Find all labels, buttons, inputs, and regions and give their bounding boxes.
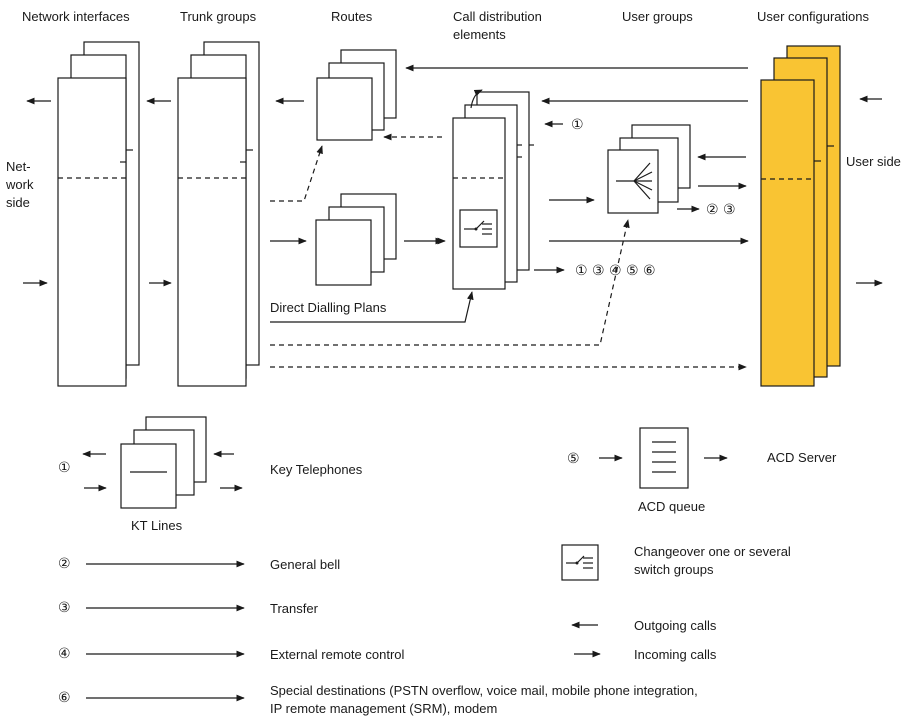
kt-lines-legend	[82, 416, 243, 509]
routes-stack	[316, 49, 397, 141]
svg-text:②: ②	[58, 556, 71, 572]
svg-text:Special destinations (PSTN ove: Special destinations (PSTN overflow, voi…	[270, 683, 698, 698]
legend-item-2: ② General bell	[58, 556, 340, 572]
trunk-groups-stack	[177, 41, 260, 387]
acd-server-label: ACD Server	[767, 450, 837, 465]
svg-text:General bell: General bell	[270, 557, 340, 572]
svg-text:④: ④	[58, 646, 71, 662]
dashed-routing-lines	[270, 133, 747, 371]
user-groups-stack	[607, 124, 691, 214]
svg-text:External remote control: External remote control	[270, 647, 405, 662]
network-side-label-line2: work	[5, 177, 34, 192]
legend-item-6: ⑥ Special destinations (PSTN overflow, v…	[58, 683, 698, 716]
svg-text:③: ③	[58, 600, 71, 616]
header-network-interfaces: Network interfaces	[22, 9, 130, 24]
incoming-calls-label: Incoming calls	[634, 647, 717, 662]
marker-1-3-4-5-6: ① ③ ④ ⑤ ⑥	[575, 263, 656, 279]
changeover-label-line2: switch groups	[634, 562, 714, 577]
header-trunk-groups: Trunk groups	[180, 9, 257, 24]
call-distribution-elements-stack	[452, 91, 534, 290]
fan-out-icon	[616, 162, 653, 200]
svg-text:⑥: ⑥	[58, 690, 71, 706]
acd-queue-label: ACD queue	[638, 499, 705, 514]
header-call-distribution-line1: Call distribution	[453, 9, 542, 24]
direct-dialling-plans-label: Direct Dialling Plans	[270, 300, 387, 315]
kt-lines-label: KT Lines	[131, 518, 183, 533]
changeover-label-line1: Changeover one or several	[634, 544, 791, 559]
acd-marker-5: ⑤	[567, 451, 580, 467]
outgoing-calls-label: Outgoing calls	[634, 618, 717, 633]
network-side-label-line3: side	[6, 195, 30, 210]
key-telephones-label: Key Telephones	[270, 462, 363, 477]
kt-marker-1: ①	[58, 460, 71, 476]
marker-2-3: ② ③	[706, 202, 736, 218]
user-side-label: User side	[846, 154, 901, 169]
header-user-configurations: User configurations	[757, 9, 869, 24]
legend-item-4: ④ External remote control	[58, 646, 405, 662]
special-destinations-line2: IP remote management (SRM), modem	[270, 701, 497, 716]
flow-arrows	[23, 64, 883, 287]
user-configurations-stack	[760, 45, 841, 387]
header-user-groups: User groups	[622, 9, 693, 24]
marker-1: ①	[571, 117, 584, 133]
direct-dialling-plans-stack	[315, 193, 397, 286]
svg-text:Transfer: Transfer	[270, 601, 319, 616]
changeover-switch-legend-icon	[561, 544, 599, 581]
header-routes: Routes	[331, 9, 373, 24]
legend-item-3: ③ Transfer	[58, 600, 319, 616]
network-side-label-line1: Net-	[6, 159, 31, 174]
network-interfaces-stack	[57, 41, 140, 387]
direct-dialling-plans-connector	[270, 291, 474, 323]
header-call-distribution-line2: elements	[453, 27, 506, 42]
acd-queue-legend	[599, 427, 728, 489]
